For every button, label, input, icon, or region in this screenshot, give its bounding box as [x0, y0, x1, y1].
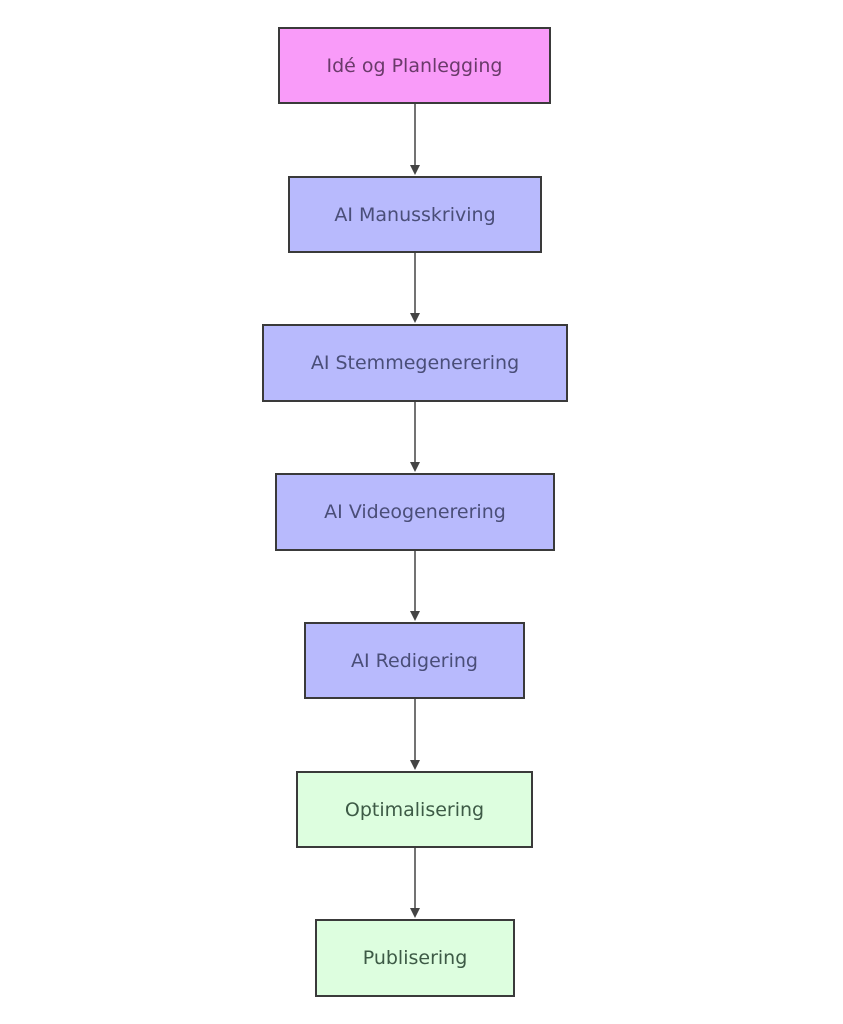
node-ide-og-planlegging[interactable]: Idé og Planlegging: [278, 27, 551, 104]
node-ai-stemmegenerering[interactable]: AI Stemmegenerering: [262, 324, 568, 402]
node-optimalisering[interactable]: Optimalisering: [296, 771, 533, 848]
node-label: Publisering: [362, 947, 468, 969]
node-label: Optimalisering: [344, 798, 485, 821]
node-label: AI Redigering: [351, 649, 478, 672]
node-ai-redigering[interactable]: AI Redigering: [304, 622, 525, 699]
node-label: Idé og Planlegging: [326, 54, 503, 77]
arrowhead-icon: [410, 908, 420, 918]
arrowhead-icon: [410, 165, 420, 175]
arrowhead-icon: [410, 611, 420, 621]
node-label: AI Stemmegenerering: [310, 352, 520, 374]
node-publisering[interactable]: Publisering: [315, 919, 515, 997]
arrowhead-icon: [410, 760, 420, 770]
node-label: AI Manusskriving: [334, 203, 496, 226]
arrowhead-icon: [410, 462, 420, 472]
node-ai-manusskriving[interactable]: AI Manusskriving: [288, 176, 542, 253]
arrowhead-icon: [410, 313, 420, 323]
node-label: AI Videogenerering: [324, 501, 506, 523]
node-ai-videogenerering[interactable]: AI Videogenerering: [275, 473, 555, 551]
